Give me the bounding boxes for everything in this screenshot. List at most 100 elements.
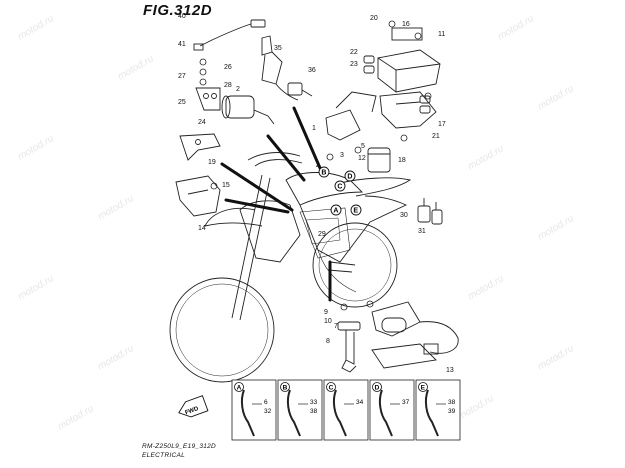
figure-title: FIG.312D [143, 2, 213, 19]
location-letter: C [337, 184, 342, 191]
cable-sketch [286, 389, 301, 437]
panel-letter-circle [280, 382, 290, 392]
watermark-text: motod.ru [456, 393, 496, 422]
callout-41: 41 [178, 41, 186, 48]
location-marker-C: C [334, 180, 346, 192]
panel-letter: B [283, 384, 288, 391]
watermark-text: motod.ru [116, 53, 156, 82]
callout-21: 21 [432, 133, 440, 140]
callout-15: 15 [222, 182, 230, 189]
callout-22: 22 [350, 49, 358, 56]
watermark-text: motod.ru [96, 193, 136, 222]
callout-35: 35 [274, 45, 282, 52]
cable-sketch [332, 389, 347, 437]
location-letter: E [353, 208, 358, 215]
callout-3: 3 [340, 152, 344, 159]
panel-part-number: 32 [264, 408, 272, 415]
panel-frame [369, 379, 415, 441]
regulator-2 [221, 95, 275, 125]
panel-letter-circle [326, 382, 336, 392]
watermark-text: motod.ru [16, 133, 56, 162]
watermark-text: motod.ru [536, 343, 576, 372]
bolts [199, 20, 432, 311]
panel-letter: D [375, 384, 380, 391]
callout-36: 36 [308, 67, 316, 74]
panel-letter-circle [372, 382, 382, 392]
callout-40: 40 [178, 13, 186, 20]
watermark-text: motod.ru [16, 273, 56, 302]
callout-8: 8 [326, 338, 330, 345]
panel-part-number: 6 [264, 399, 268, 406]
ignition-coil-35 [261, 35, 299, 101]
cable-sketch [378, 389, 393, 437]
model-code: RM-Z250L9_E19_312D [142, 443, 217, 450]
fwd-label: FWD [184, 406, 200, 417]
callout-5: 5 [361, 143, 365, 150]
detail-panel-A: A 6 32 [231, 379, 277, 441]
location-letter: A [333, 208, 338, 215]
detail-panel-E: E 38 39 [415, 379, 461, 441]
callout-1: 1 [312, 125, 316, 132]
callout-2: 2 [236, 86, 240, 93]
callout-26: 26 [224, 64, 232, 71]
callout-23: 23 [350, 61, 358, 68]
callout-29: 29 [318, 231, 326, 238]
watermark-text: motod.ru [16, 13, 56, 42]
panel-letter-circle [234, 382, 244, 392]
panel-part-number: 38 [448, 399, 456, 406]
callout-14: 14 [198, 225, 206, 232]
plug-cap-8 [337, 321, 361, 373]
section-name: ELECTRICAL [142, 452, 186, 459]
callout-10: 10 [324, 318, 332, 325]
panel-letter-circle [418, 382, 428, 392]
location-marker-A: A [330, 204, 342, 216]
watermark-text: motod.ru [536, 213, 576, 242]
lead-wire-40 [193, 19, 266, 51]
callout-28: 28 [224, 82, 232, 89]
panel-part-number: 33 [310, 399, 318, 406]
panel-part-number: 37 [402, 399, 410, 406]
watermark-text: motod.ru [56, 403, 96, 432]
location-marker-B: B [318, 166, 330, 178]
callout-11: 11 [438, 31, 445, 38]
callout-18: 18 [398, 157, 406, 164]
detail-panel-D: D 37 [369, 379, 415, 441]
callout-30: 30 [400, 212, 408, 219]
panel-letter: E [421, 384, 426, 391]
panel-part-number: 39 [448, 408, 456, 415]
callout-7: 7 [334, 323, 338, 330]
location-letter: B [321, 170, 326, 177]
location-letter: D [347, 174, 352, 181]
bracket-1 [325, 91, 377, 141]
panel-part-number: 34 [356, 399, 364, 406]
callout-20: 20 [370, 15, 378, 22]
ecm-16 [377, 27, 441, 93]
bracket-19 [179, 133, 221, 161]
panel-letter: C [329, 384, 334, 391]
callout-13: 13 [446, 367, 454, 374]
callout-19: 19 [208, 159, 216, 166]
location-marker-D: D [344, 170, 356, 182]
watermark-text: motod.ru [466, 143, 506, 172]
callout-25: 25 [178, 99, 186, 106]
location-marker-E: E [350, 204, 362, 216]
fwd-arrow: FWD [178, 395, 209, 418]
callout-17: 17 [438, 121, 446, 128]
watermark-text: motod.ru [466, 273, 506, 302]
motorcycle-outline [169, 152, 412, 383]
relay-12 [367, 147, 391, 173]
connector-36 [287, 82, 313, 97]
bracket-14 [175, 175, 221, 217]
starter-relay-13 [371, 301, 459, 369]
cable-sketch [240, 389, 255, 437]
panel-frame [415, 379, 461, 441]
callout-4: 4 [316, 163, 320, 170]
callout-24: 24 [198, 119, 206, 126]
callout-27: 27 [178, 73, 186, 80]
pointer-arrows [220, 106, 332, 302]
panel-letter: A [237, 384, 242, 391]
